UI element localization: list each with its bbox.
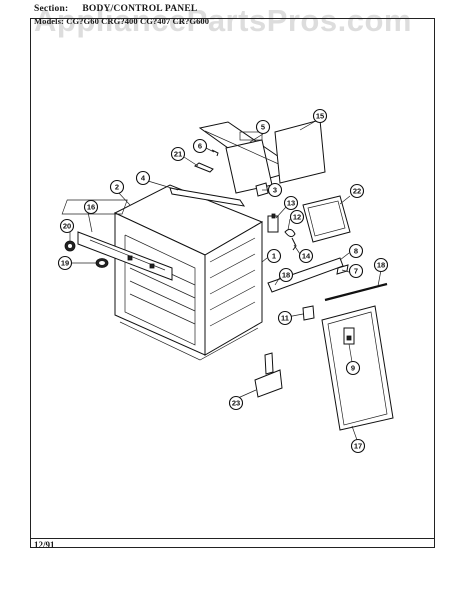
callout-8: 8 — [348, 243, 364, 259]
callout-1: 1 — [266, 248, 282, 264]
svg-text:11: 11 — [281, 314, 289, 323]
svg-text:13: 13 — [287, 199, 295, 208]
leader-lines — [69, 121, 382, 441]
svg-text:12: 12 — [293, 213, 301, 222]
svg-text:21: 21 — [174, 150, 182, 159]
plate-3 — [255, 182, 269, 197]
svg-text:9: 9 — [351, 364, 355, 373]
knob-20 — [95, 258, 109, 268]
bracket-box-22 — [302, 195, 351, 243]
svg-text:7: 7 — [354, 267, 358, 276]
diagram-sheet-border — [30, 18, 435, 548]
svg-text:5: 5 — [261, 123, 265, 132]
callout-22: 22 — [349, 183, 365, 199]
svg-text:22: 22 — [353, 187, 361, 196]
svg-text:19: 19 — [61, 259, 69, 268]
svg-text:8: 8 — [354, 247, 358, 256]
callout-17: 13 — [283, 195, 299, 211]
svg-text:16: 16 — [87, 203, 95, 212]
callout-18-right: 18 — [373, 257, 389, 273]
oven-body — [61, 184, 264, 361]
models-label: Models: — [34, 16, 64, 26]
back-panel — [274, 119, 326, 184]
svg-text:15: 15 — [316, 112, 324, 121]
section-header: Section: BODY/CONTROL PANEL — [34, 4, 197, 15]
svg-text:6: 6 — [198, 142, 202, 151]
switch-cluster — [267, 213, 297, 251]
svg-text:23: 23 — [232, 399, 240, 408]
section-title: BODY/CONTROL PANEL — [82, 4, 198, 14]
callout-3: 3 — [267, 182, 283, 198]
callout-23: 23 — [228, 395, 244, 411]
bracket-23 — [254, 352, 283, 398]
callout-16: 14 — [298, 248, 314, 264]
section-label: Section: — [34, 4, 69, 14]
svg-text:20: 20 — [63, 222, 71, 231]
svg-text:1: 1 — [272, 252, 276, 261]
callout-2: 2 — [109, 179, 125, 195]
models-header: Models: CG?G60 CRG?400 CG?407 CR?G600 — [34, 16, 209, 26]
clip-19 — [193, 162, 214, 173]
callout-6-top: 6 — [192, 138, 208, 154]
callout-20: 19 — [57, 255, 73, 271]
callout-4: 4 — [135, 170, 151, 186]
callout-12: 16 — [83, 199, 99, 215]
callout-14: 15 — [312, 108, 328, 124]
plate-11 — [302, 305, 315, 321]
svg-text:18: 18 — [282, 271, 290, 280]
svg-text:17: 17 — [354, 442, 362, 451]
svg-text:2: 2 — [115, 183, 119, 192]
screw-6-top — [211, 149, 219, 157]
knob-21 — [64, 240, 76, 252]
callout-18-left: 18 — [278, 267, 294, 283]
callout-11: 11 — [277, 310, 293, 326]
side-rail — [77, 231, 173, 281]
top-trim — [169, 187, 246, 207]
part-7 — [336, 264, 349, 275]
svg-text:18: 18 — [377, 261, 385, 270]
long-trim-18 — [324, 282, 388, 302]
control-panel — [198, 121, 300, 194]
svg-text:3: 3 — [273, 186, 277, 195]
svg-text:14: 14 — [302, 252, 311, 261]
models-list: CG?G60 CRG?400 CG?407 CR?G600 — [66, 16, 210, 26]
callout-9: 9 — [345, 360, 361, 376]
callout-5: 5 — [255, 119, 271, 135]
callout-7: 7 — [348, 263, 364, 279]
callout-13: 17 — [350, 438, 366, 454]
revision-date: 12/91 — [34, 540, 55, 550]
svg-text:4: 4 — [141, 174, 146, 183]
footer-divider — [30, 538, 435, 539]
callout-15: 12 — [289, 209, 305, 225]
callout-19: 21 — [170, 146, 186, 162]
callout-21: 20 — [59, 218, 75, 234]
